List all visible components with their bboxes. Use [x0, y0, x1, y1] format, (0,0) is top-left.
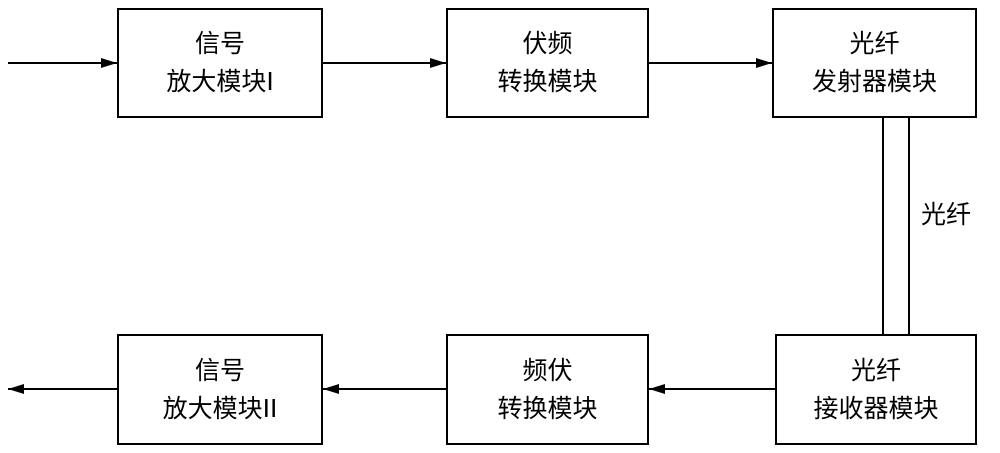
down-line1: 频伏 [522, 355, 573, 385]
up-line1: 伏频 [522, 29, 573, 58]
fiber-label: 光纤 [921, 200, 972, 229]
amp1-line2: 放大模块I [166, 67, 274, 96]
voltage-frequency-module: 伏频 转换模块 [446, 8, 649, 118]
signal-amplifier-module-1: 信号 放大模块I [117, 8, 323, 118]
amp1-line1: 信号 [194, 29, 245, 58]
tx-line2: 发射器模块 [811, 67, 937, 96]
fiber-transmitter-module: 光纤 发射器模块 [772, 8, 977, 118]
signal-amplifier-module-2: 信号 放大模块II [117, 334, 323, 445]
up-line2: 转换模块 [497, 67, 598, 96]
rx-line1: 光纤 [850, 355, 901, 385]
tx-line1: 光纤 [849, 29, 900, 58]
down-line2: 转换模块 [497, 393, 598, 423]
fiber-receiver-module: 光纤 接收器模块 [775, 334, 977, 445]
rx-line2: 接收器模块 [813, 393, 939, 423]
frequency-voltage-module: 频伏 转换模块 [446, 334, 649, 445]
amp2-line1: 信号 [194, 355, 245, 385]
amp2-line2: 放大模块II [162, 393, 278, 423]
